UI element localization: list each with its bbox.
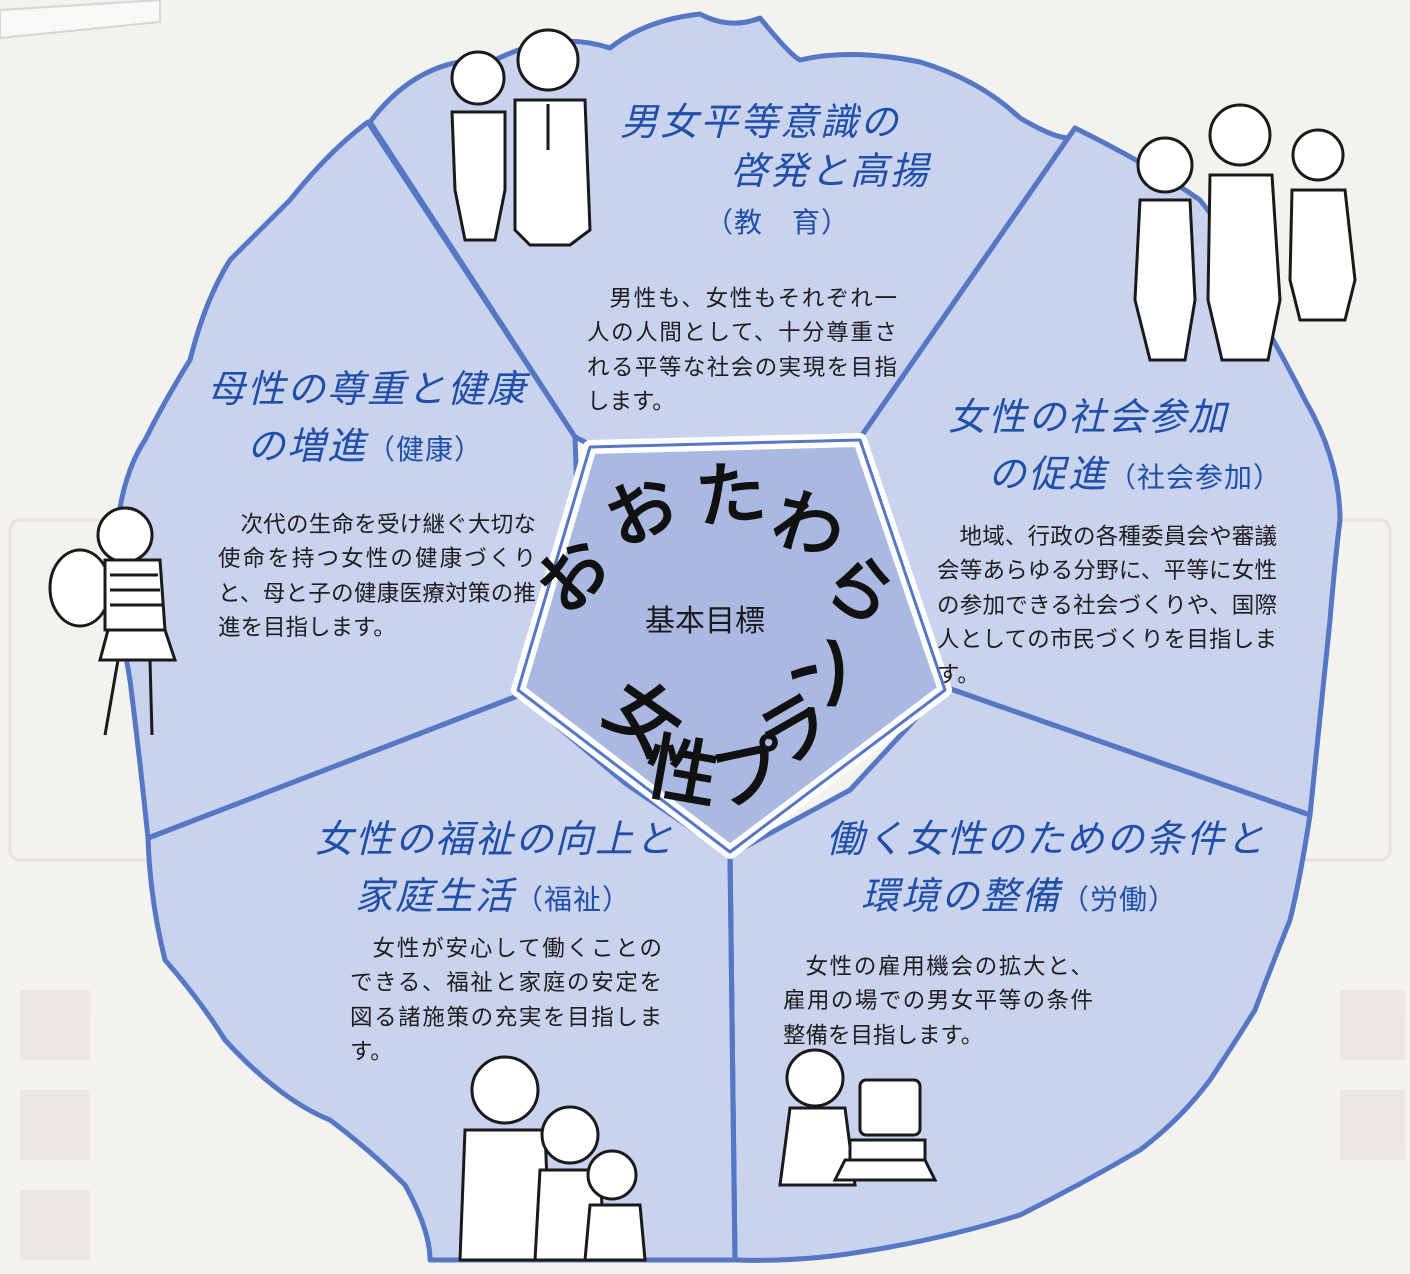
heading-labor-line2: 環境の整備 bbox=[861, 873, 1062, 918]
illustration-group-top-right bbox=[1133, 103, 1357, 362]
illustration-woman-tennis bbox=[48, 506, 178, 736]
heading-welfare-line1: 女性の福祉の向上と bbox=[315, 817, 676, 861]
body-welfare: 女性が安心して働くことのできる、福祉と家庭の安定を図る諸施策の充実を目指します。 bbox=[350, 936, 662, 1066]
logo-char-7: 性 bbox=[639, 724, 725, 819]
heading-health: 母性の尊重と健康 の増進（健康） bbox=[207, 365, 547, 470]
logo-char-8: プ bbox=[704, 725, 792, 822]
heading-education-tag: （教 育） bbox=[705, 206, 851, 240]
body-labor: 女性の雇用機会の拡大と、雇用の場での男女平等の条件整備を目指します。 bbox=[783, 954, 1093, 1049]
heading-social-line2: の促進 bbox=[988, 451, 1109, 496]
heading-social-line2-wrap: の促進（社会参加） bbox=[948, 450, 1308, 499]
heading-education: 男女平等意識の 啓発と高揚 （教 育） bbox=[620, 98, 980, 241]
heading-health-line1: 母性の尊重と健康 bbox=[207, 367, 528, 411]
heading-social-tag: （社会参加） bbox=[1108, 460, 1283, 494]
heading-labor-line2-wrap: 環境の整備（労働） bbox=[826, 872, 1286, 921]
heading-education-line2: 啓発と高揚 bbox=[730, 148, 931, 193]
heading-education-line1: 男女平等意識の bbox=[620, 100, 901, 144]
heading-health-tag: （健康） bbox=[367, 432, 484, 466]
heading-welfare: 女性の福祉の向上と 家庭生活（福祉） bbox=[315, 815, 715, 920]
heading-welfare-line2-wrap: 家庭生活（福祉） bbox=[315, 872, 715, 921]
logo-char-3: た bbox=[692, 451, 769, 539]
body-social: 地域、行政の各種委員会や審議会等あらゆる分野に、平等に女性の参加できる社会づくり… bbox=[937, 524, 1277, 688]
petal-dividers bbox=[147, 120, 1311, 1263]
heading-labor-line1: 働く女性のための条件と bbox=[826, 817, 1267, 861]
body-health: 次代の生命を受け継ぐ大切な使命を持つ女性の健康づくりと、母と子の健康医療対策の推… bbox=[218, 512, 536, 642]
illustration-couple-top bbox=[450, 28, 592, 247]
heading-welfare-line2: 家庭生活 bbox=[355, 873, 516, 918]
center-label: 基本目標 bbox=[645, 605, 765, 638]
heading-labor: 働く女性のための条件と 環境の整備（労働） bbox=[826, 815, 1286, 920]
heading-labor-tag: （労働） bbox=[1061, 882, 1178, 916]
heading-health-line2-wrap: の増進（健康） bbox=[207, 422, 547, 471]
illustration-family-bottom bbox=[458, 1055, 647, 1262]
illustration-woman-computer bbox=[778, 1048, 938, 1187]
heading-social-line1: 女性の社会参加 bbox=[948, 395, 1229, 439]
heading-social: 女性の社会参加 の促進（社会参加） bbox=[948, 393, 1308, 498]
petal-health bbox=[115, 119, 583, 841]
heading-health-line2: の増進 bbox=[247, 423, 368, 468]
body-education: 男性も、女性もそれぞれ一人の人間として、十分尊重される平等な社会の実現を目指しま… bbox=[587, 286, 897, 416]
heading-welfare-tag: （福祉） bbox=[515, 882, 632, 916]
